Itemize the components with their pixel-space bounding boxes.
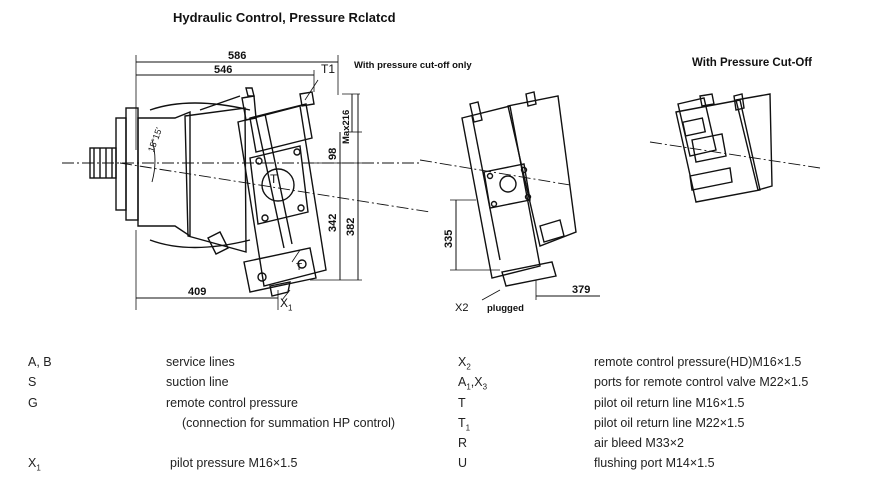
legend-desc: flushing port M14×1.5 (594, 456, 715, 470)
dim-379: 379 (572, 284, 591, 296)
label-t-small: T (296, 262, 303, 273)
legend-code: T (458, 396, 466, 410)
legend-code: S (28, 375, 37, 389)
legend-code: R (458, 436, 468, 450)
diagram-title: Hydraulic Control, Pressure Rclatcd (173, 10, 396, 25)
legend-desc: air bleed M33×2 (594, 436, 684, 450)
label-plugged: plugged (487, 303, 524, 314)
legend-code: A1,X3 (458, 375, 488, 392)
label-x2: X2 (455, 302, 469, 314)
legend-desc: pilot oil return line M16×1.5 (594, 396, 745, 410)
legend-desc: service lines (166, 355, 235, 369)
legend-desc: pilot oil return line M22×1.5 (594, 416, 745, 430)
dim-409: 409 (188, 286, 207, 298)
dim-382: 382 (345, 217, 357, 236)
legend-code: U (458, 456, 468, 470)
legend-code: X2 (458, 355, 471, 372)
legend-desc: (connection for summation HP control) (182, 416, 396, 430)
legend-desc: remote control pressure (166, 396, 299, 410)
legend-desc: ports for remote control valve M22×1.5 (594, 375, 809, 389)
label-with-pressure-cutoff: With Pressure Cut-Off (692, 57, 813, 69)
legend-desc: pilot pressure M16×1.5 (170, 456, 298, 470)
legend-code: X1 (28, 456, 41, 473)
legend-desc: suction line (166, 375, 229, 389)
pump-drawing (62, 55, 821, 310)
legend-code: T1 (458, 416, 471, 433)
legend-code: A, B (28, 355, 52, 369)
dim-max216: Max216 (341, 109, 352, 144)
legend-desc: remote control pressure(HD)M16×1.5 (594, 355, 802, 369)
dim-586: 586 (228, 50, 247, 62)
label-t1: T1 (321, 62, 336, 76)
dim-335: 335 (443, 229, 455, 248)
legend-code: G (28, 396, 38, 410)
label-t: T (270, 172, 278, 186)
dim-98: 98 (327, 147, 339, 160)
label-pressure-cutoff-only: With pressure cut-off only (354, 60, 472, 71)
dim-342: 342 (327, 213, 339, 232)
label-x1: X1 (280, 296, 293, 313)
dim-546: 546 (214, 64, 233, 76)
